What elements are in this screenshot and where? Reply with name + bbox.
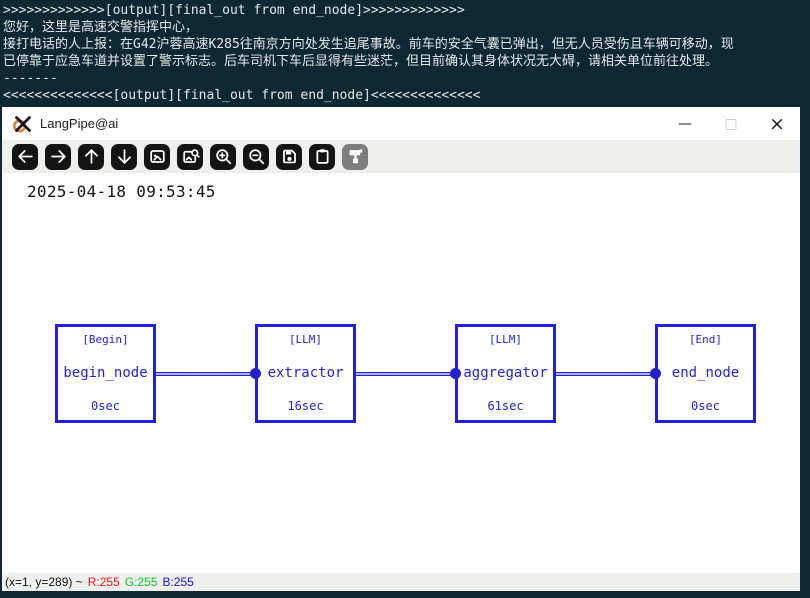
- toolbar: [2, 140, 800, 173]
- pipeline-node-end_node[interactable]: [End] end_node 0sec: [655, 324, 756, 423]
- window-controls: — □ ×: [662, 107, 800, 140]
- app-window: LangPipe@ai — □ × 2025-04-18 09:53:45 [B…: [2, 107, 800, 591]
- node-duration: 0sec: [91, 399, 120, 413]
- pipeline-node-extractor[interactable]: [LLM] extractor 16sec: [255, 324, 356, 423]
- node-duration: 61sec: [487, 399, 524, 413]
- status-bar: (x=1, y=289) ~ R:255 G:255 B:255: [2, 573, 800, 591]
- zoom-in-button[interactable]: [210, 143, 236, 170]
- node-type: [LLM]: [288, 333, 323, 346]
- node-type: [End]: [688, 333, 723, 346]
- image-search-icon: [181, 147, 200, 166]
- connector-line: [556, 371, 655, 376]
- green-value: G:255: [124, 575, 158, 589]
- clipboard-icon: [313, 147, 332, 166]
- minimize-button[interactable]: —: [662, 107, 708, 140]
- arrow-up-icon: [82, 147, 101, 166]
- terminal-line: 您好，这里是高速交警指挥中心，: [3, 20, 199, 35]
- terminal-output: >>>>>>>>>>>>>[output][final_out from end…: [0, 0, 810, 104]
- connector-dot: [449, 368, 461, 379]
- pipeline-node-begin_node[interactable]: [Begin] begin_node 0sec: [55, 324, 156, 423]
- node-name: end_node: [671, 364, 740, 381]
- arrow-left-button[interactable]: [12, 143, 38, 170]
- terminal-line: >>>>>>>>>>>>>[output][final_out from end…: [3, 3, 465, 18]
- arrow-up-button[interactable]: [78, 143, 104, 170]
- arrow-right-button[interactable]: [45, 143, 71, 170]
- arrow-left-icon: [16, 147, 35, 166]
- timestamp: 2025-04-18 09:53:45: [27, 182, 216, 201]
- node-duration: 0sec: [691, 399, 720, 413]
- arrow-down-icon: [115, 147, 134, 166]
- image-button[interactable]: [144, 143, 170, 170]
- terminal-line: -------: [3, 71, 58, 86]
- paint-button[interactable]: [342, 143, 368, 170]
- pipeline-node-aggregator[interactable]: [LLM] aggregator 61sec: [455, 324, 556, 423]
- zoom-out-button[interactable]: [243, 143, 269, 170]
- connector-dot: [249, 368, 261, 379]
- arrow-right-icon: [49, 147, 68, 166]
- title-bar: LangPipe@ai — □ ×: [2, 107, 800, 140]
- app-logo-icon: [12, 113, 34, 135]
- terminal-line: 已停靠于应急车道并设置了警示标志。后车司机下车后显得有些迷茫，但目前确认其身体状…: [3, 54, 719, 69]
- node-duration: 16sec: [287, 399, 324, 413]
- connector-dot: [649, 368, 661, 379]
- save-icon: [280, 147, 299, 166]
- connector-line: [356, 371, 455, 376]
- red-value: R:255: [87, 575, 120, 589]
- terminal-line: 接打电话的人上报：在G42沪蓉高速K285往南京方向处发生追尾事故。前车的安全气…: [3, 37, 734, 52]
- zoom-in-icon: [214, 147, 233, 166]
- pipeline-layer: [Begin] begin_node 0sec [LLM] extractor 16sec…: [2, 173, 800, 573]
- maximize-button[interactable]: □: [708, 107, 754, 140]
- node-name: aggregator: [463, 364, 548, 381]
- canvas[interactable]: 2025-04-18 09:53:45 [Begin] begin_node 0se…: [2, 173, 800, 573]
- connector-line: [156, 371, 255, 376]
- zoom-out-icon: [247, 147, 266, 166]
- image-icon: [148, 147, 167, 166]
- node-type: [Begin]: [82, 333, 129, 346]
- node-name: extractor: [267, 364, 344, 381]
- window-title: LangPipe@ai: [40, 116, 119, 131]
- image-search-button[interactable]: [177, 143, 203, 170]
- cursor-coordinates: (x=1, y=289) ~: [5, 575, 83, 589]
- clipboard-button[interactable]: [309, 143, 335, 170]
- terminal-line: <<<<<<<<<<<<<<[output][final_out from en…: [3, 88, 481, 103]
- node-name: begin_node: [63, 364, 148, 381]
- node-type: [LLM]: [488, 333, 523, 346]
- save-button[interactable]: [276, 143, 302, 170]
- close-button[interactable]: ×: [754, 107, 800, 140]
- arrow-down-button[interactable]: [111, 143, 137, 170]
- blue-value: B:255: [162, 575, 194, 589]
- paint-icon: [346, 147, 365, 166]
